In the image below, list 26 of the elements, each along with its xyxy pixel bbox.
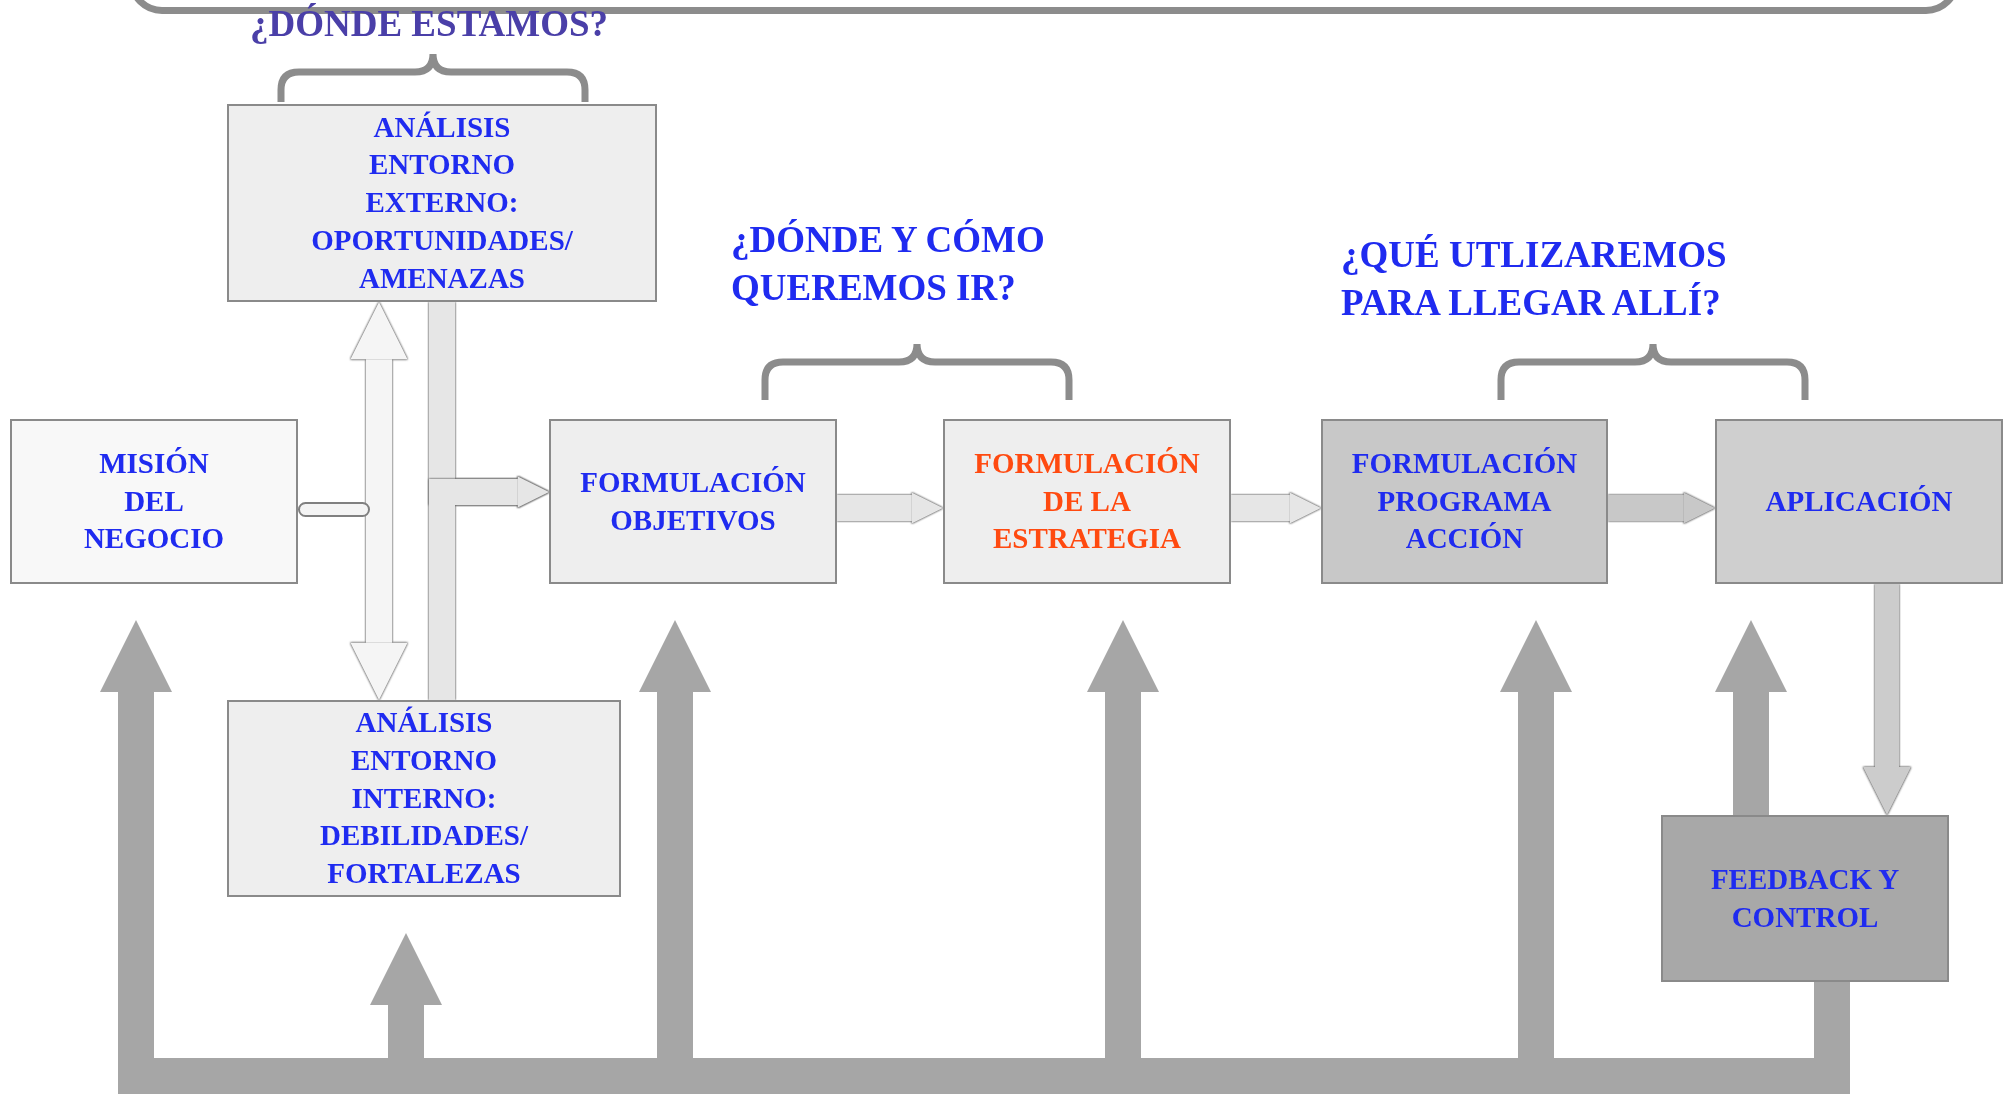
- arrow: [1715, 620, 1787, 815]
- box-label: MISIÓN DEL NEGOCIO: [82, 445, 226, 557]
- process-box: [10, 419, 298, 584]
- process-box: [549, 419, 837, 584]
- process-box: [1321, 419, 1608, 584]
- process-box: [1661, 815, 1949, 982]
- box-label: FORMULACIÓN PROGRAMA ACCIÓN: [1350, 445, 1579, 557]
- box-label: FORMULACIÓN OBJETIVOS: [579, 464, 807, 538]
- process-box: [227, 104, 657, 302]
- arrow: [350, 302, 408, 700]
- arrow: [837, 492, 943, 524]
- process-box: [227, 700, 621, 897]
- arrow: [1608, 492, 1715, 524]
- connector-bar: [298, 502, 370, 517]
- question-heading: ¿DÓNDE ESTAMOS?: [250, 2, 610, 46]
- box-label: FORMULACIÓN DE LA ESTRATEGIA: [973, 445, 1201, 557]
- box-label: ANÁLISIS ENTORNO INTERNO: DEBILIDADES/ FORTALEZAS: [319, 705, 530, 892]
- arrow: [1863, 584, 1911, 815]
- box-label: APLICACIÓN: [1765, 483, 1953, 519]
- question-heading: ¿DÓNDE Y CÓMO QUEREMOS IR?: [731, 218, 1046, 311]
- box-label: ANÁLISIS ENTORNO EXTERNO: OPORTUNIDADES/ AMENAZAS: [310, 109, 574, 296]
- process-box: [943, 419, 1231, 584]
- box-label: FEEDBACK Y CONTROL: [1710, 861, 1900, 935]
- arrow: [1231, 492, 1321, 524]
- process-box: [1715, 419, 2003, 584]
- question-heading: ¿QUÉ UTLIZAREMOS PARA LLEGAR ALLÍ?: [1341, 233, 1728, 326]
